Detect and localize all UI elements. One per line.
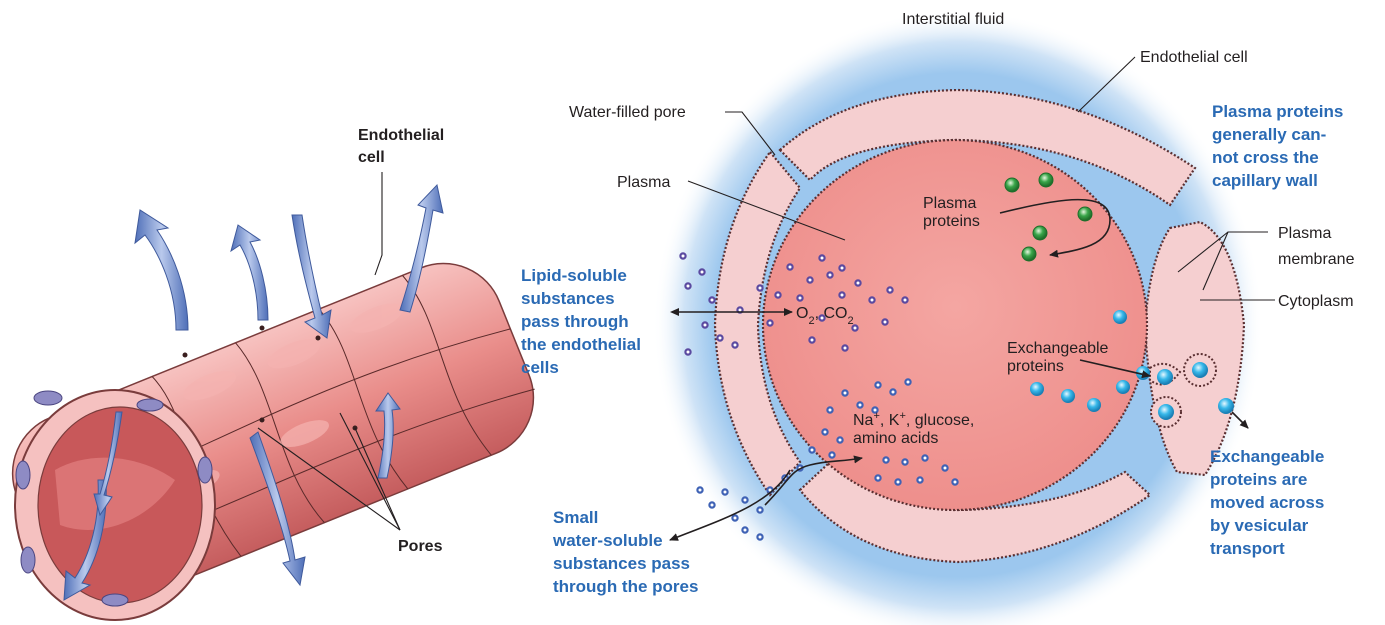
- vt-note-l3: moved across: [1210, 493, 1324, 512]
- endothelial-cell-right-label: Endothelial cell: [1140, 49, 1248, 66]
- plasma-proteins-cannot-cross-note: Plasma proteins generally can- not cross…: [1212, 102, 1343, 190]
- vt-note-l5: transport: [1210, 539, 1285, 558]
- lipid-soluble-note: Lipid-soluble substances pass through th…: [521, 266, 641, 377]
- pp-note-l1: Plasma proteins: [1212, 102, 1343, 121]
- small-water-soluble-note: Small water-soluble substances pass thro…: [552, 508, 698, 596]
- plasma-proteins-label-l1: Plasma: [923, 195, 976, 212]
- plasma-label: Plasma: [617, 174, 670, 191]
- water-note-l3: substances pass: [553, 554, 690, 573]
- lipid-note-l3: pass through: [521, 312, 629, 331]
- vesicular-transport-note: Exchangeable proteins are moved across b…: [1210, 447, 1324, 558]
- water-note-l1: Small: [553, 508, 598, 527]
- exchangeable-proteins-label-l1: Exchangeable: [1007, 340, 1109, 357]
- vt-note-l2: proteins are: [1210, 470, 1307, 489]
- lipid-note-l1: Lipid-soluble: [521, 266, 627, 285]
- pores-label: Pores: [398, 538, 443, 555]
- ions-label-l2: amino acids: [853, 430, 938, 447]
- vt-note-l4: by vesicular: [1210, 516, 1309, 535]
- pp-note-l4: capillary wall: [1212, 171, 1318, 190]
- lipid-note-l4: the endothelial: [521, 335, 641, 354]
- capillary-tube-illustration: Endothelial cell Pores: [0, 127, 552, 625]
- vt-note-l1: Exchangeable: [1210, 447, 1324, 466]
- pp-note-l3: not cross the: [1212, 148, 1319, 167]
- pp-note-l2: generally can-: [1212, 125, 1326, 144]
- plasma-proteins-label-l2: proteins: [923, 213, 980, 230]
- endothelial-cell-left-label-l2: cell: [358, 149, 385, 166]
- plasma-membrane-label-l2: membrane: [1278, 251, 1355, 268]
- cytoplasm-label: Cytoplasm: [1278, 293, 1354, 310]
- lipid-note-l2: substances: [521, 289, 615, 308]
- water-filled-pore-label: Water-filled pore: [569, 104, 686, 121]
- plasma-membrane-label-l1: Plasma: [1278, 225, 1331, 242]
- water-note-l2: water-soluble: [552, 531, 663, 550]
- water-note-l4: through the pores: [553, 577, 698, 596]
- exchangeable-proteins-label-l2: proteins: [1007, 358, 1064, 375]
- lipid-note-l5: cells: [521, 358, 559, 377]
- interstitial-fluid-label: Interstitial fluid: [902, 11, 1004, 28]
- endothelial-cell-leader: [375, 172, 382, 275]
- endothelial-cell-left-label-l1: Endothelial: [358, 127, 444, 144]
- ions-label-l1: Na+, K+, glucose,: [853, 410, 974, 429]
- capillary-cross-section: Interstitial fluid Endothelial cell Wate…: [521, 10, 1355, 625]
